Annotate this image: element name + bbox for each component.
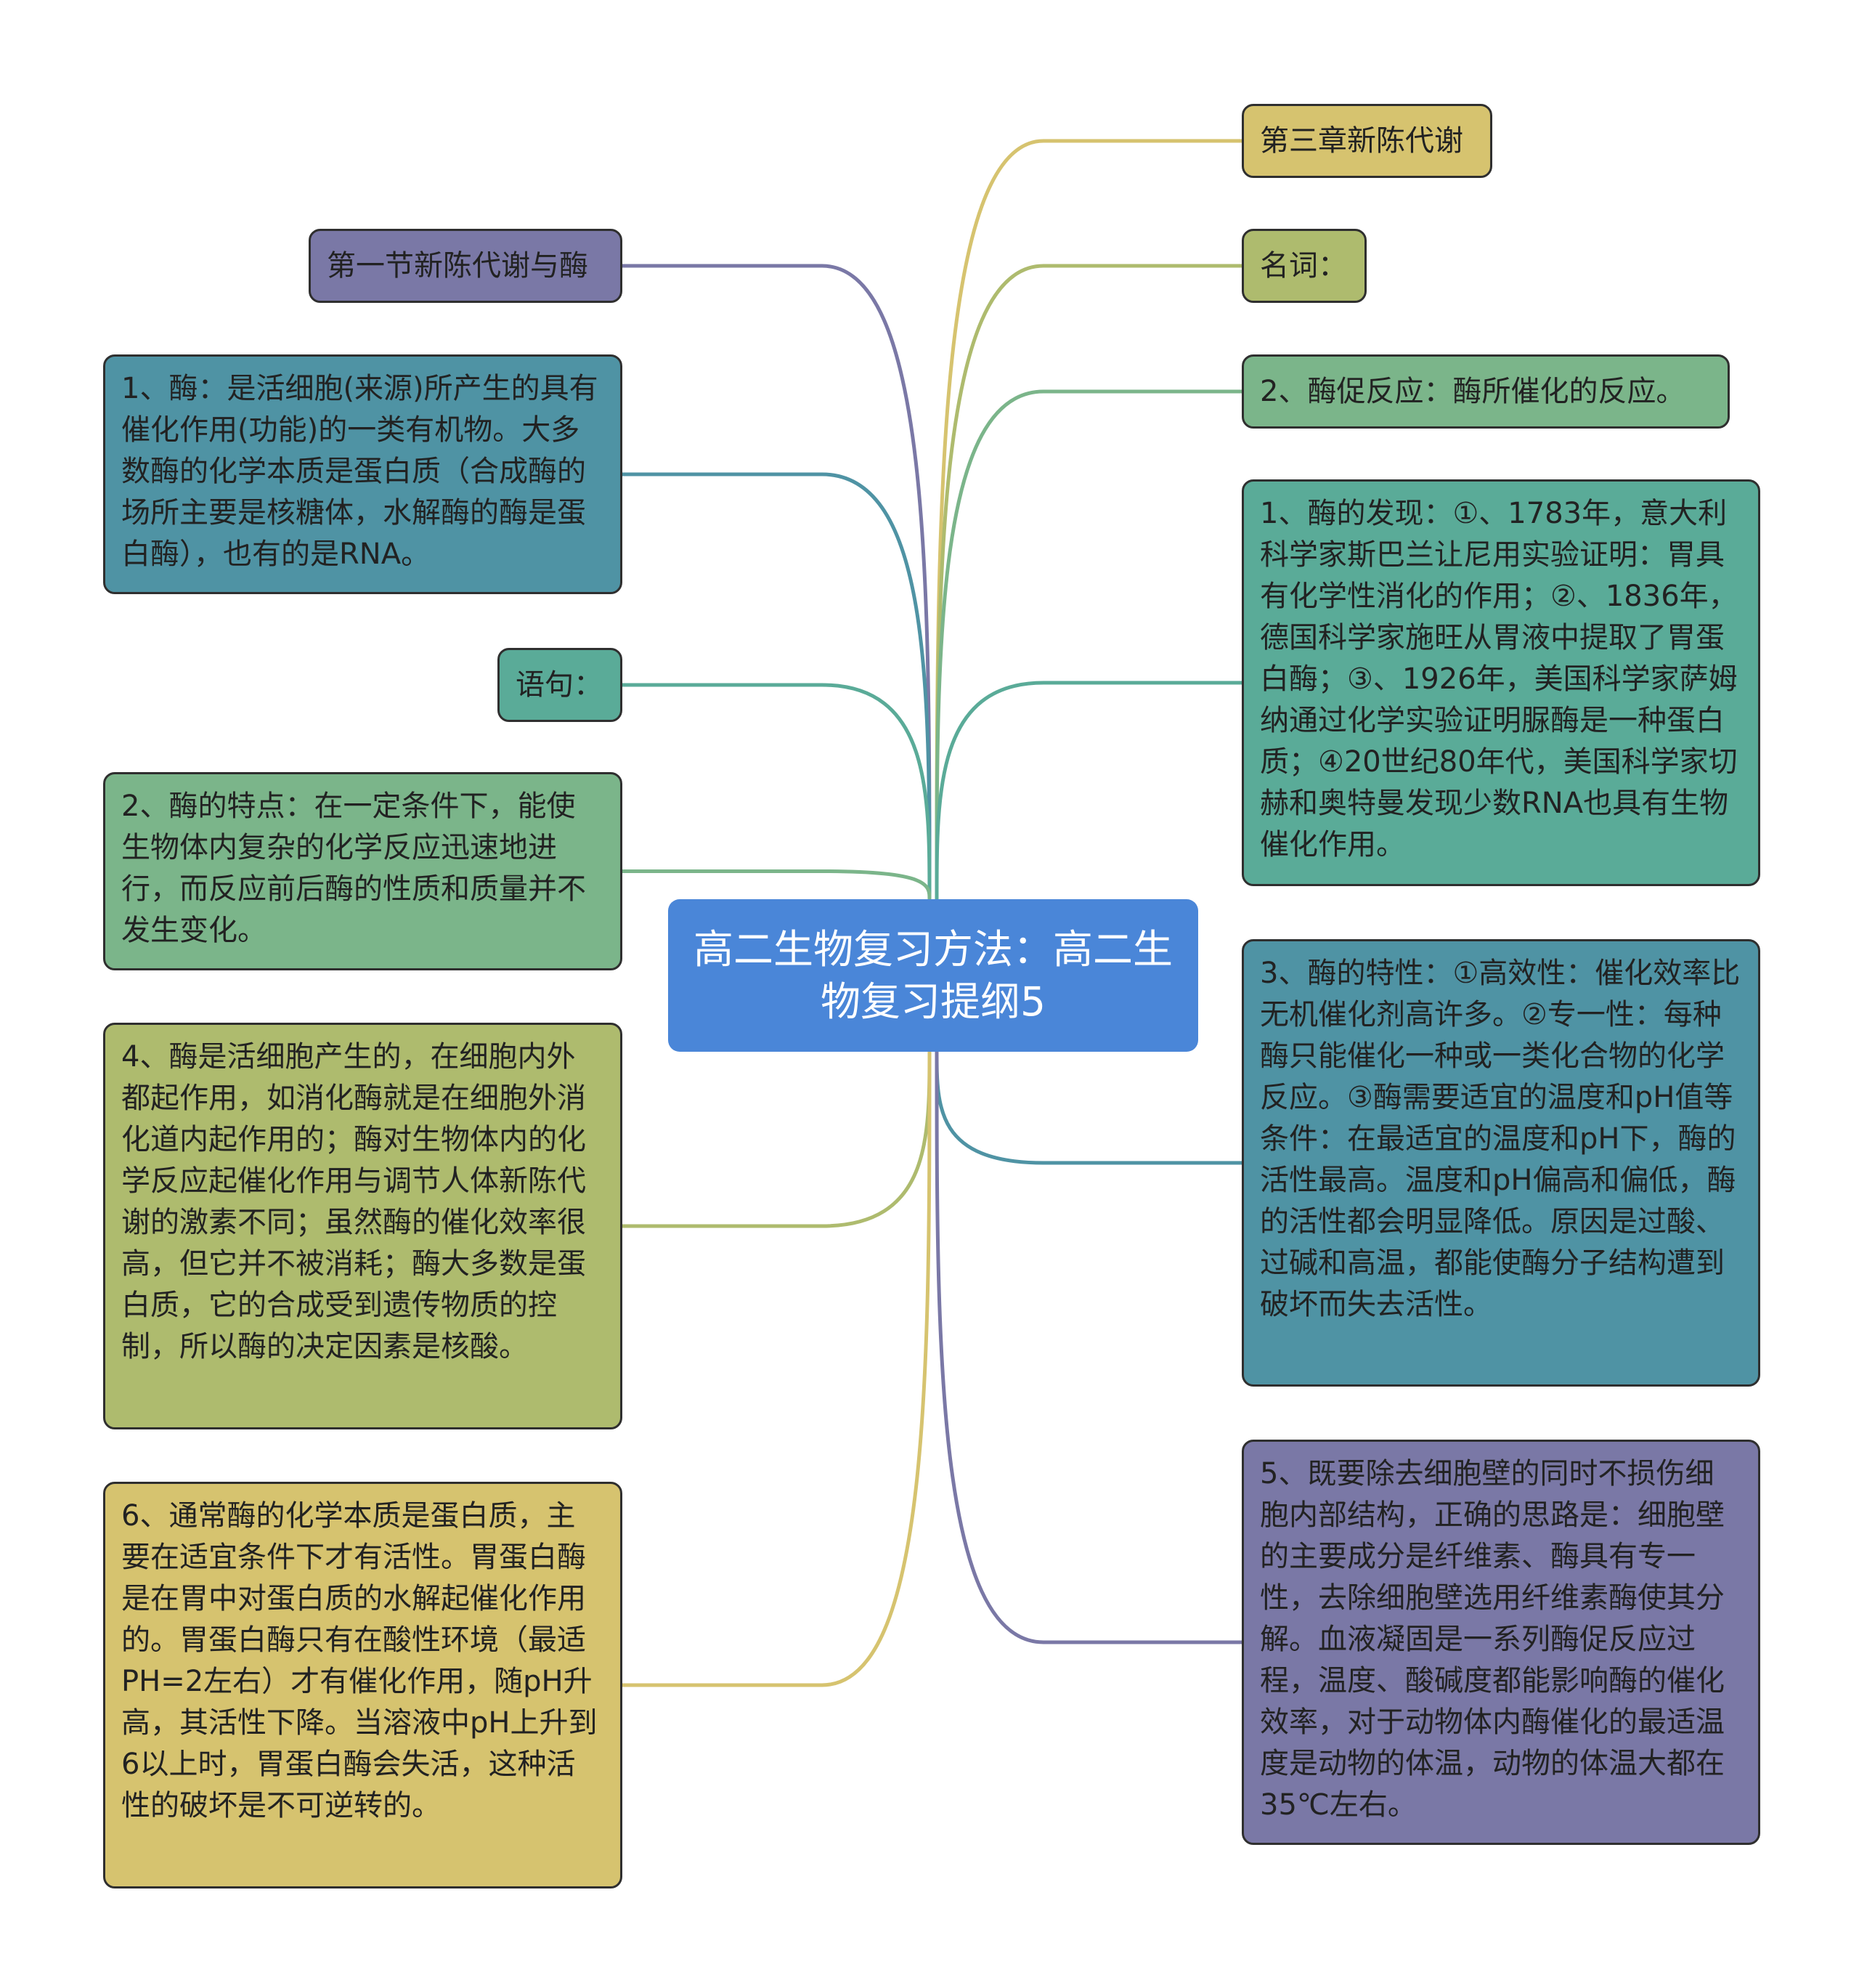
node-enzyme-definition[interactable]: 1、酶：是活细胞(来源)所产生的具有催化作用(功能)的一类有机物。大多数酶的化学…	[103, 354, 622, 594]
node-label: 第一节新陈代谢与酶	[327, 248, 588, 283]
connector-l1	[622, 264, 932, 900]
node-label: 名词：	[1260, 248, 1347, 283]
node-label: 1、酶的发现：①、1783年，意大利科学家斯巴兰让尼用实验证明：胃具有化学性消化…	[1260, 497, 1738, 861]
node-sentences[interactable]: 语句：	[497, 648, 622, 722]
connector-r1	[935, 139, 1242, 900]
connector-l4	[622, 869, 932, 900]
node-label: 4、酶是活细胞产生的，在细胞内外都起作用，如消化酶就是在细胞外消化道内起作用的；…	[121, 1040, 586, 1363]
central-topic[interactable]: 高二生物复习方法：高二生物复习提纲5	[668, 899, 1198, 1052]
node-enzymatic-reaction[interactable]: 2、酶促反应：酶所催化的反应。	[1242, 354, 1730, 429]
central-topic-label: 高二生物复习方法：高二生物复习提纲5	[693, 926, 1173, 1025]
connector-l5	[622, 1051, 932, 1228]
node-label: 1、酶：是活细胞(来源)所产生的具有催化作用(功能)的一类有机物。大多数酶的化学…	[121, 372, 598, 571]
node-label: 第三章新陈代谢	[1260, 123, 1463, 158]
node-pepsin[interactable]: 6、通常酶的化学本质是蛋白质，主要在适宜条件下才有活性。胃蛋白酶是在胃中对蛋白质…	[103, 1482, 622, 1888]
node-chapter-metabolism[interactable]: 第三章新陈代谢	[1242, 104, 1492, 178]
node-label: 5、既要除去细胞壁的同时不损伤细胞内部结构，正确的思路是：细胞壁的主要成分是纤维…	[1260, 1457, 1725, 1822]
node-enzyme-discovery[interactable]: 1、酶的发现：①、1783年，意大利科学家斯巴兰让尼用实验证明：胃具有化学性消化…	[1242, 479, 1760, 886]
node-label: 2、酶的特点：在一定条件下，能使生物体内复杂的化学反应迅速地进行，而反应前后酶的…	[121, 790, 586, 947]
connector-r4	[935, 681, 1242, 900]
node-label: 3、酶的特性：①高效性：催化效率比无机催化剂高许多。②专一性：每种酶只能催化一种…	[1260, 957, 1741, 1321]
node-terms[interactable]: 名词：	[1242, 229, 1367, 303]
node-section-metabolism-enzymes[interactable]: 第一节新陈代谢与酶	[309, 229, 622, 303]
connector-l3	[622, 683, 932, 900]
connector-r5	[935, 1051, 1242, 1165]
connector-l2	[622, 472, 932, 900]
node-enzyme-features[interactable]: 2、酶的特点：在一定条件下，能使生物体内复杂的化学反应迅速地进行，而反应前后酶的…	[103, 772, 622, 970]
connector-l6	[622, 1051, 932, 1687]
node-label: 语句：	[516, 668, 603, 702]
node-cell-wall-removal[interactable]: 5、既要除去细胞壁的同时不损伤细胞内部结构，正确的思路是：细胞壁的主要成分是纤维…	[1242, 1440, 1760, 1845]
node-label: 6、通常酶的化学本质是蛋白质，主要在适宜条件下才有活性。胃蛋白酶是在胃中对蛋白质…	[121, 1499, 598, 1822]
connector-r2	[935, 264, 1242, 900]
connector-r6	[935, 1051, 1242, 1644]
node-enzyme-properties[interactable]: 3、酶的特性：①高效性：催化效率比无机催化剂高许多。②专一性：每种酶只能催化一种…	[1242, 939, 1760, 1387]
node-label: 2、酶促反应：酶所催化的反应。	[1260, 374, 1685, 408]
connector-r3	[935, 389, 1242, 900]
node-enzyme-role[interactable]: 4、酶是活细胞产生的，在细胞内外都起作用，如消化酶就是在细胞外消化道内起作用的；…	[103, 1023, 622, 1429]
